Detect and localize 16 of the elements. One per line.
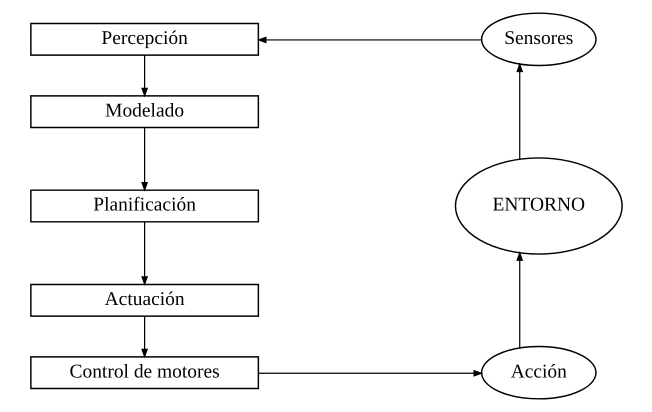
arrow [140, 55, 148, 98]
arrow [256, 36, 481, 44]
arrow [258, 370, 483, 377]
arrow [140, 222, 148, 286]
node-ellipse: ENTORNO [454, 157, 622, 255]
arrow [140, 316, 148, 358]
node-ellipse: Acción [480, 346, 596, 400]
arrow [140, 128, 148, 192]
node-ellipse: Sensores [480, 12, 596, 66]
node-box: Modelado [30, 95, 259, 128]
node-box: Percepción [30, 22, 259, 56]
node-box: Planificación [30, 189, 259, 223]
node-box: Actuación [30, 284, 259, 317]
arrow [516, 62, 523, 160]
arrow [516, 251, 523, 348]
node-box: Control de motores [30, 356, 259, 390]
